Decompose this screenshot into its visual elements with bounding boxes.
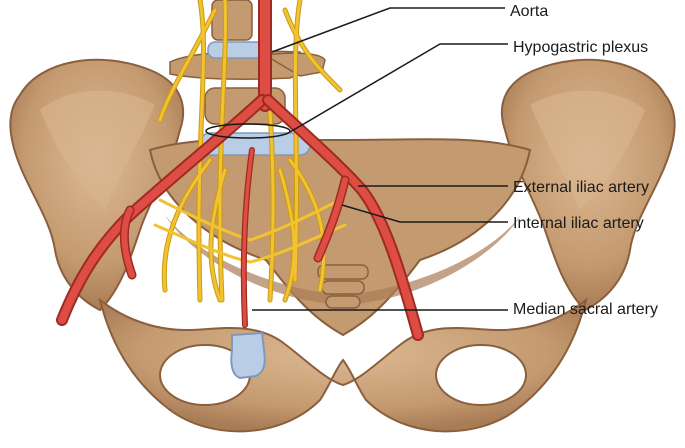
leader-aorta <box>271 7 505 53</box>
right-obturator-foramen <box>435 344 527 406</box>
leader-internal-iliac <box>341 204 508 223</box>
label-aorta: Aorta <box>510 3 549 20</box>
coccyx <box>317 264 369 309</box>
intervertebral-disc <box>207 41 264 59</box>
label-internal-iliac-artery: Internal iliac artery <box>513 215 644 232</box>
label-median-sacral-artery: Median sacral artery <box>513 301 658 318</box>
nerves <box>153 0 347 303</box>
leader-hypogastric-plexus <box>289 43 508 133</box>
pubic-symphysis <box>230 331 266 380</box>
hypogastric-plexus-outline <box>205 123 291 139</box>
label-hypogastric-plexus: Hypogastric plexus <box>513 39 649 56</box>
arteries <box>56 0 424 341</box>
label-external-iliac-artery: External iliac artery <box>513 179 650 196</box>
leader-lines <box>252 7 508 311</box>
